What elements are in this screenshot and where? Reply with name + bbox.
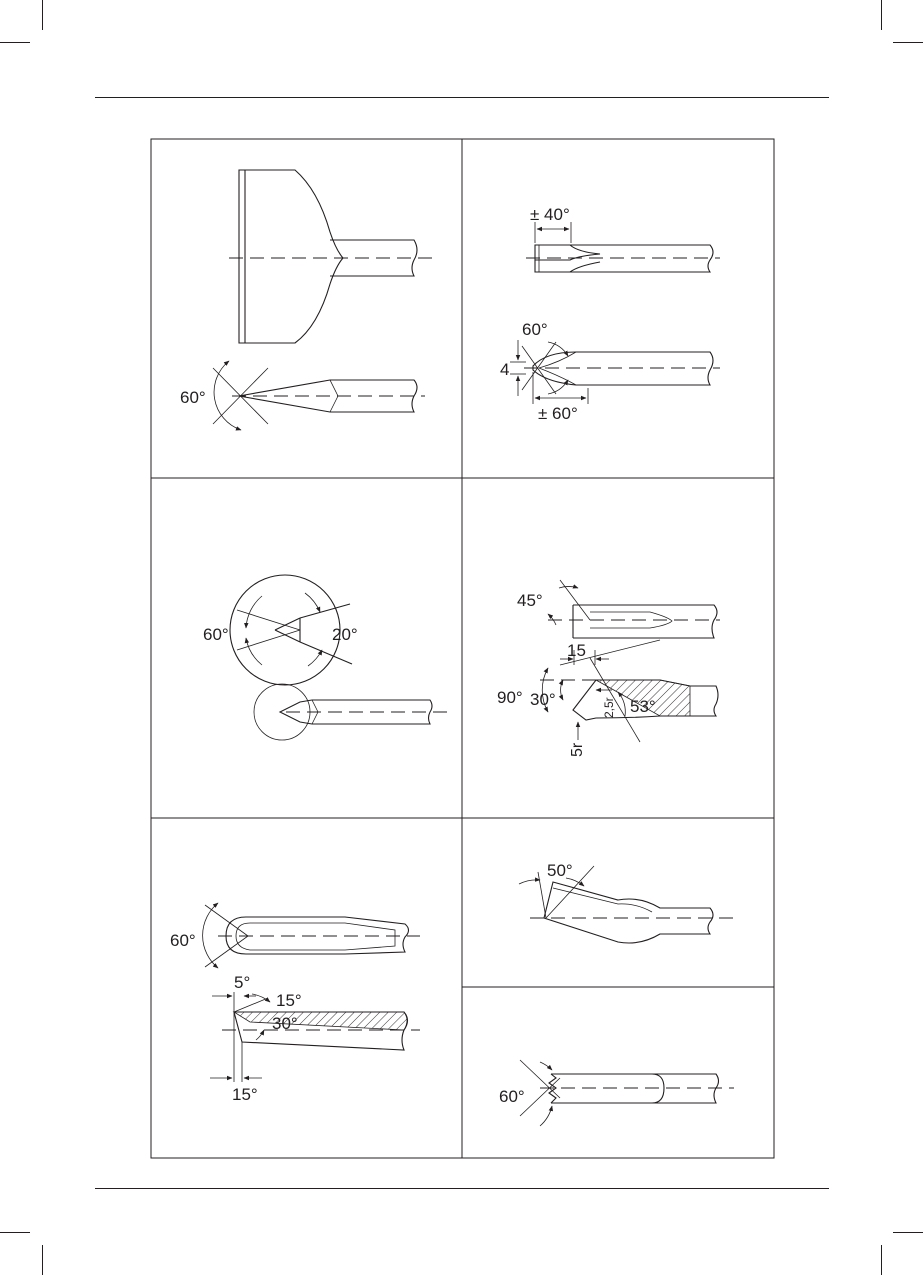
- p1-angle-label: 60°: [180, 388, 206, 407]
- p5-angle30-label: 30°: [272, 1014, 298, 1033]
- toothed-chisel-view: [520, 1060, 734, 1126]
- p5-angle60-label: 60°: [170, 931, 196, 950]
- p5-angle5-label: 5°: [234, 973, 250, 992]
- p2-top-angle-label: ± 40°: [530, 205, 570, 224]
- p3-right-angle-label: 20°: [332, 625, 358, 644]
- flat-chisel-view: [526, 222, 720, 272]
- p3-left-angle-label: 60°: [203, 625, 229, 644]
- angled-chisel-upper-view: [548, 580, 720, 638]
- spade-chisel-top-view: [229, 170, 432, 343]
- p4-radius5-label: 5r: [569, 742, 586, 757]
- p4-angle45-label: 45°: [517, 591, 543, 610]
- pointed-chisel-view: [510, 340, 720, 404]
- p5-angle15-top-label: 15°: [276, 991, 302, 1010]
- gouge-chisel-side-view: [210, 992, 420, 1082]
- p4-radius25-label: 2,5r: [602, 697, 616, 718]
- p4-angle90-label: 90°: [497, 688, 523, 707]
- p6-angle50-label: 50°: [547, 861, 573, 880]
- spade-chisel-side-view: [213, 361, 425, 430]
- p7-angle60-label: 60°: [499, 1087, 525, 1106]
- p2-bottom-angle-label: ± 60°: [538, 404, 578, 423]
- point-chisel-small-view: [254, 684, 450, 740]
- p4-angle30-label: 30°: [530, 690, 556, 709]
- p2-tip-angle-label: 60°: [522, 320, 548, 339]
- p2-width-label: 4: [500, 360, 509, 379]
- p4-dim15-label: 15: [567, 641, 586, 660]
- p5-angle15-bottom-label: 15°: [232, 1085, 258, 1104]
- gouge-chisel-top-view: [203, 903, 420, 968]
- p4-angle53-label: 53°: [630, 697, 656, 716]
